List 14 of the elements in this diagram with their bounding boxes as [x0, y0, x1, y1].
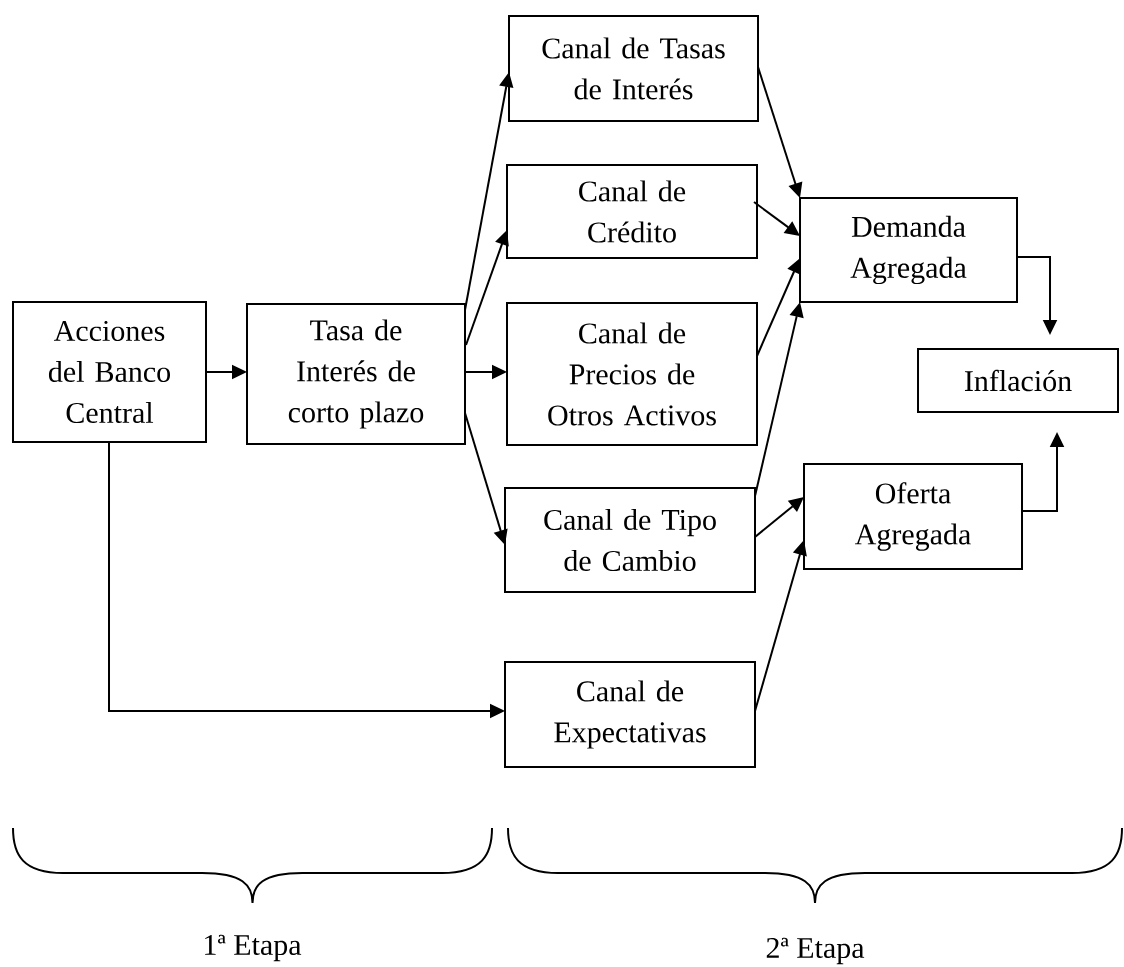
process-box: Canal de Tasas de Interés [508, 15, 759, 122]
process-box: Canal de Precios de Otros Activos [506, 302, 758, 446]
process-box: Inflación [917, 348, 1119, 413]
arrow [754, 497, 804, 538]
stage-label: 1ª Etapa [205, 934, 302, 962]
process-box: Canal de Expectativas [504, 661, 756, 768]
stage-label: 2ª Etapa [766, 937, 865, 965]
arrow [753, 201, 800, 236]
process-box: Canal de Crédito [506, 164, 758, 259]
process-box: Acciones del Banco Central [12, 301, 207, 443]
process-box: Canal de Tipo de Cambio [504, 487, 756, 593]
process-box: Tasa de Interés de corto plazo [246, 303, 466, 445]
process-box: Oferta Agregada [803, 463, 1023, 570]
process-box: Demanda Agregada [799, 197, 1018, 303]
